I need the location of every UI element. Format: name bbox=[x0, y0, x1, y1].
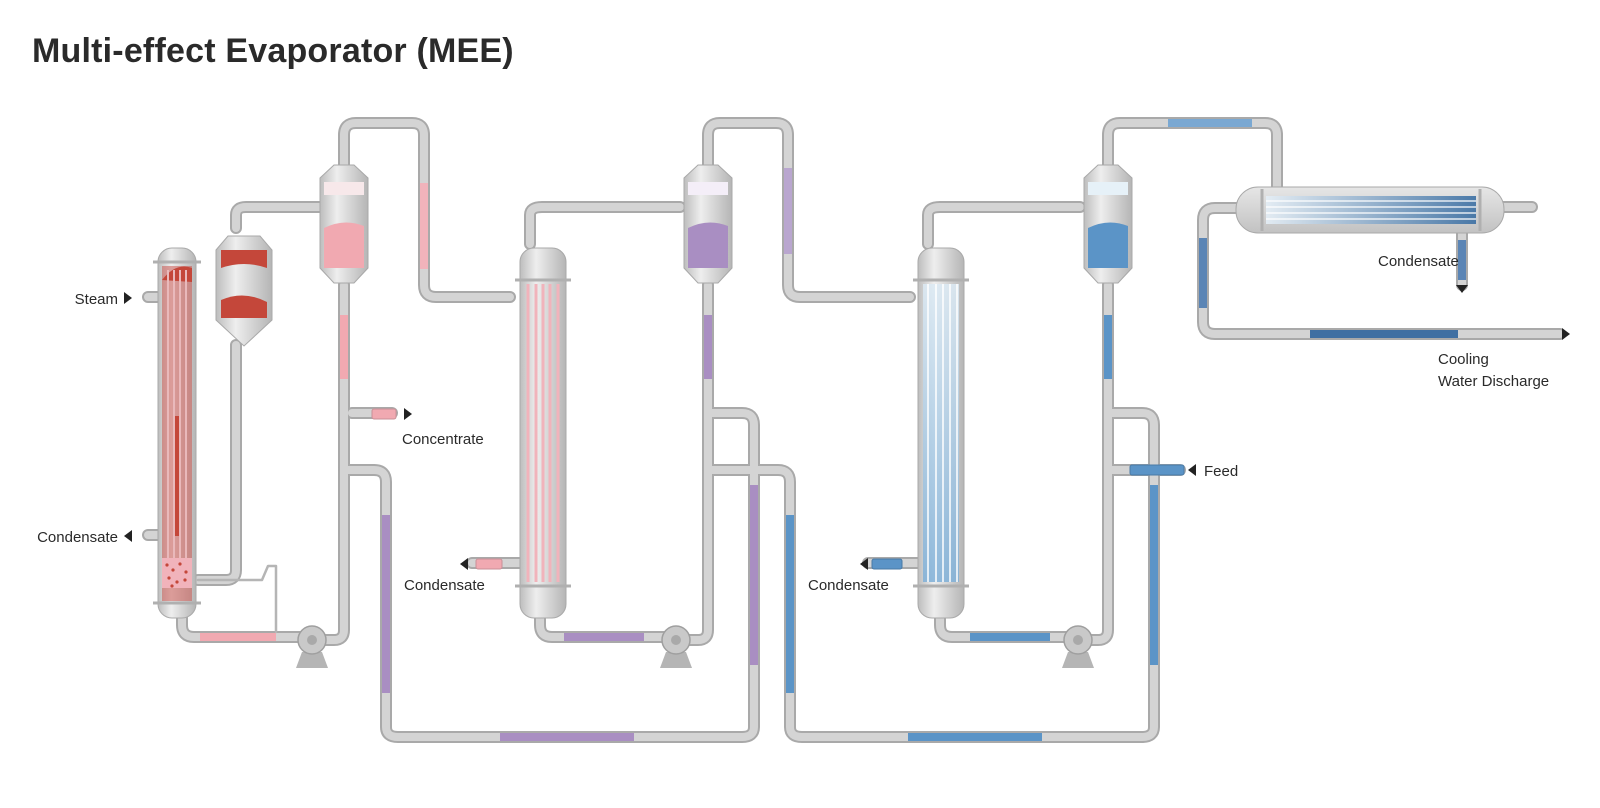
condensate-drain-arrow-icon bbox=[1456, 285, 1468, 293]
flow-segments bbox=[200, 119, 1466, 741]
label-condensate-effect3: Condensate bbox=[808, 577, 889, 594]
effect-3-vapor-separator bbox=[1083, 164, 1133, 284]
label-water-discharge: Water Discharge bbox=[1438, 373, 1549, 390]
condensate-outlet-arrow-icon bbox=[124, 530, 132, 542]
labels: Steam Condensate Concentrate Condensate … bbox=[37, 253, 1549, 594]
cooling-water-outlet-arrow-icon bbox=[1562, 328, 1570, 340]
label-condensate-condenser: Condensate bbox=[1378, 253, 1459, 270]
effect-1-separator bbox=[215, 235, 273, 485]
label-condensate-effect1: Condensate bbox=[37, 529, 118, 546]
effect-1-vapor-separator bbox=[319, 164, 369, 284]
pump-1-icon bbox=[296, 625, 328, 668]
effect-1-heater bbox=[153, 247, 201, 619]
concentrate-outlet-arrow-icon bbox=[404, 408, 412, 420]
condensate-effect3-arrow-icon bbox=[860, 558, 868, 570]
pump-3-icon bbox=[1062, 625, 1094, 668]
flow-arrows bbox=[124, 285, 1570, 570]
label-feed: Feed bbox=[1204, 463, 1238, 480]
label-steam: Steam bbox=[75, 291, 118, 308]
label-concentrate: Concentrate bbox=[402, 431, 484, 448]
condensate-effect2-arrow-icon bbox=[460, 558, 468, 570]
label-condensate-effect2: Condensate bbox=[404, 577, 485, 594]
label-cooling: Cooling bbox=[1438, 351, 1489, 368]
steam-inlet-arrow-icon bbox=[124, 292, 132, 304]
surface-condenser bbox=[1235, 186, 1505, 234]
pump-2-icon bbox=[660, 625, 692, 668]
effect-2-vapor-separator bbox=[683, 164, 733, 284]
pipe-network bbox=[142, 117, 1566, 743]
effect-2-heater bbox=[515, 247, 571, 619]
effect-3-heater bbox=[913, 247, 969, 619]
page-title: Multi-effect Evaporator (MEE) bbox=[32, 32, 514, 70]
feed-inlet-arrow-icon bbox=[1188, 464, 1196, 476]
